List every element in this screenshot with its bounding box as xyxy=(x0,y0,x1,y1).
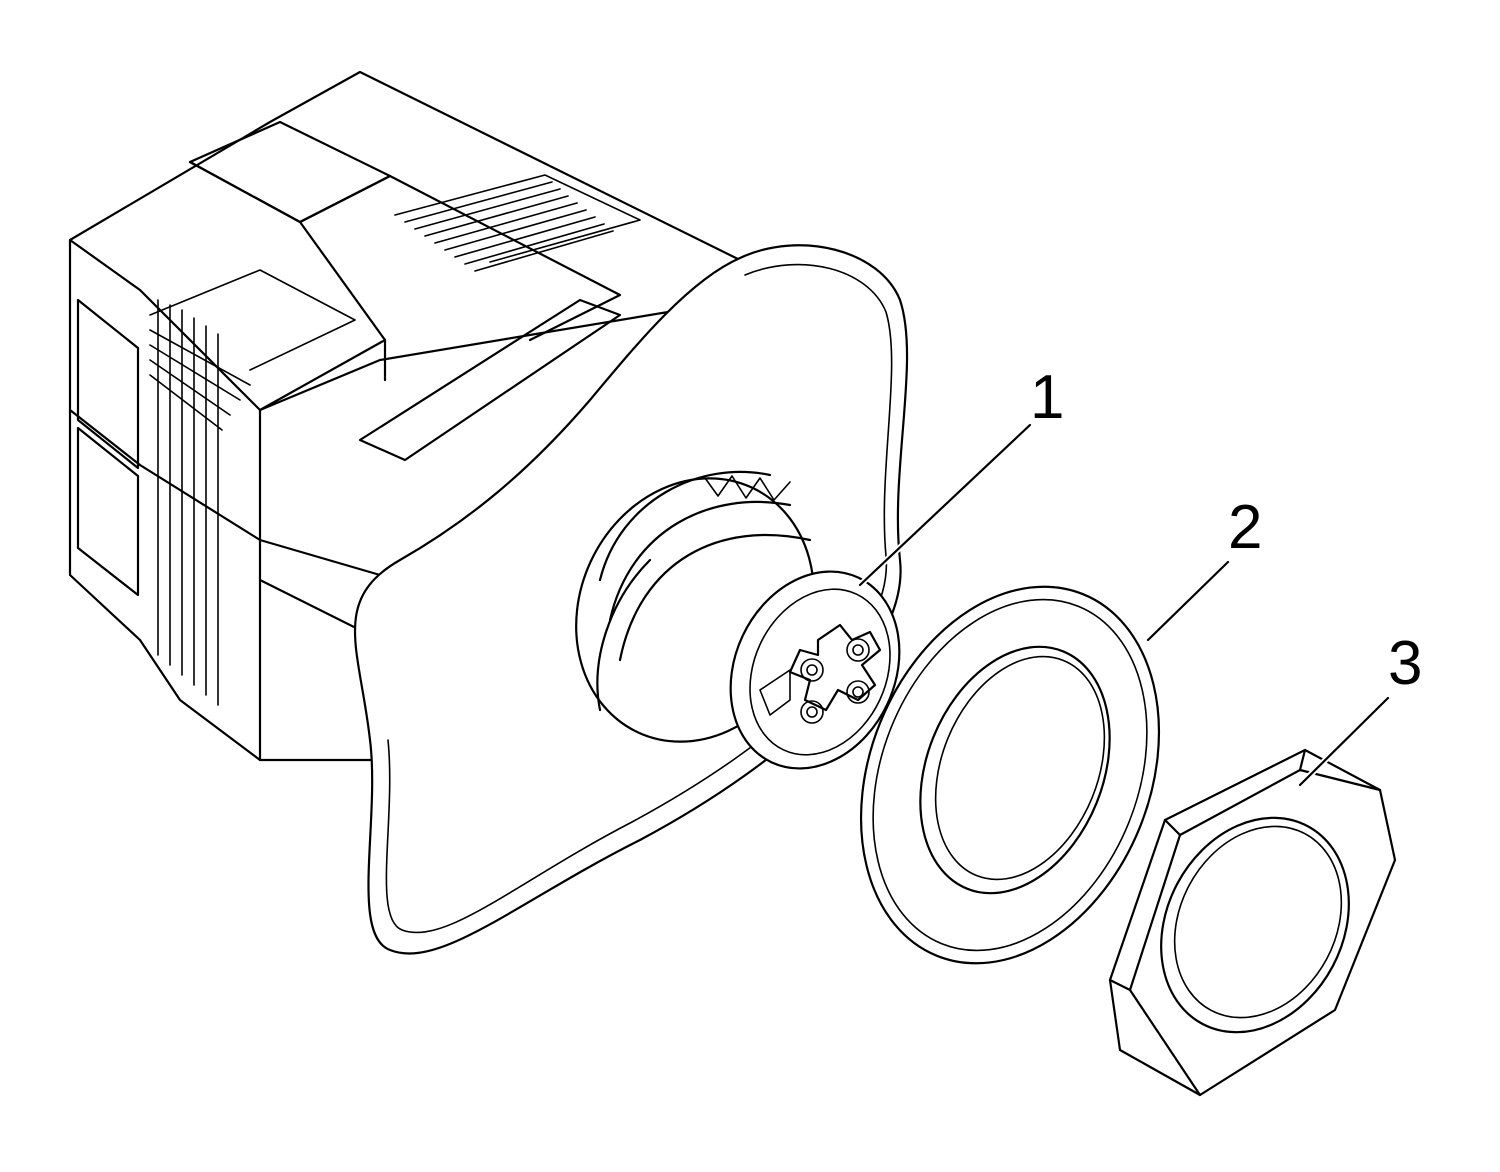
leader-line-1 xyxy=(858,423,1032,587)
sealing-washer xyxy=(859,585,1161,965)
ribbing-top xyxy=(394,174,641,272)
connector-housing xyxy=(68,70,742,762)
leader-lines xyxy=(857,422,1391,788)
socket-connector xyxy=(575,470,901,770)
hex-nut xyxy=(1108,748,1397,1097)
leader-line-3 xyxy=(1298,696,1390,787)
leader-line-2 xyxy=(1146,560,1230,642)
callout-2: 2 xyxy=(1228,493,1262,562)
callout-1: 1 xyxy=(1030,363,1064,432)
callout-3: 3 xyxy=(1388,629,1422,698)
